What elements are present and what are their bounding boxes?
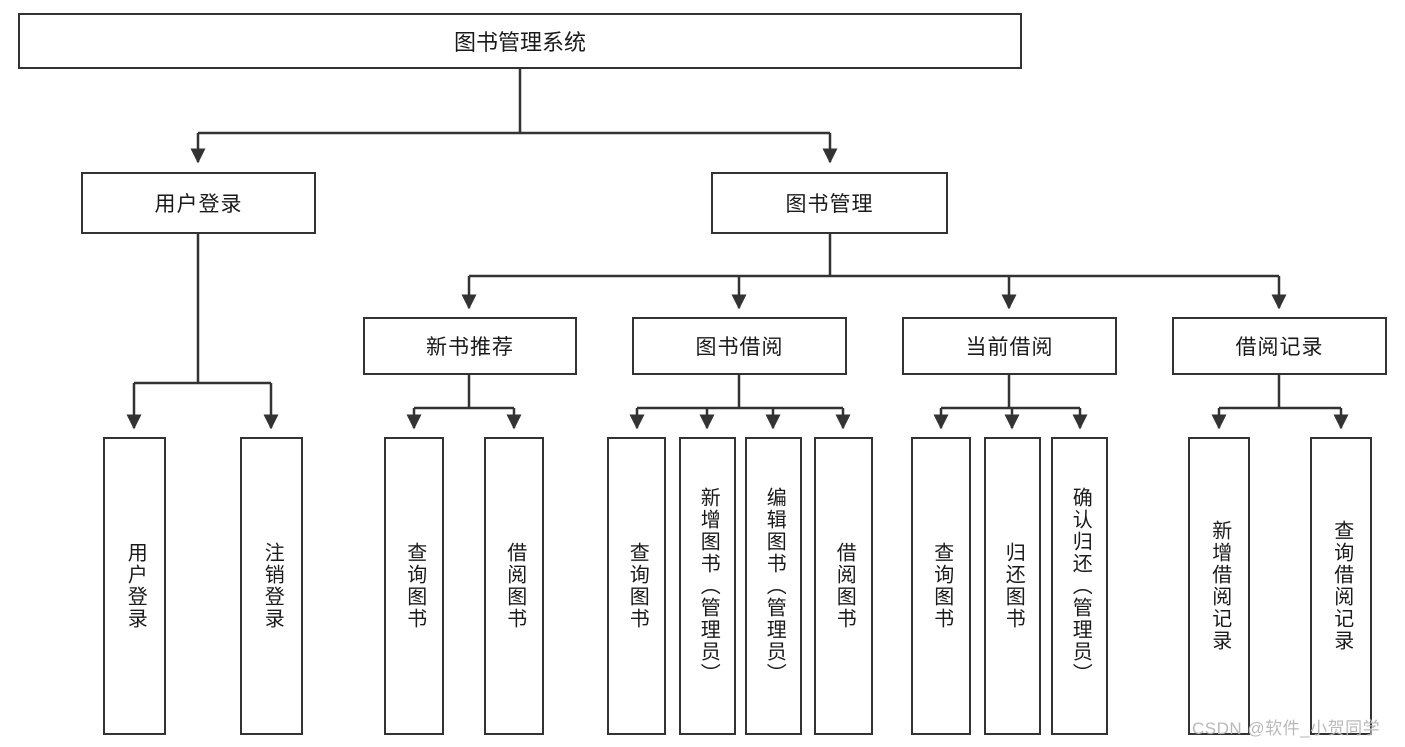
leaf-user-login-label: 用户登录 <box>124 542 147 630</box>
leaf-return-book[interactable]: 归还图书 <box>984 437 1041 735</box>
node-current-borrow[interactable]: 当前借阅 <box>902 317 1117 375</box>
leaf-borrow-book-2[interactable]: 借阅图书 <box>814 437 873 735</box>
node-book-borrow[interactable]: 图书借阅 <box>632 317 847 375</box>
node-book-manage-label: 图书管理 <box>785 193 874 216</box>
leaf-add-book-label: 新增图书（管理员） <box>697 487 720 685</box>
watermark-text: CSDN @软件_小贺同学 <box>1192 719 1381 738</box>
leaf-query-book-3[interactable]: 查询图书 <box>911 437 971 735</box>
node-new-book-rec[interactable]: 新书推荐 <box>363 317 577 375</box>
leaf-query-record[interactable]: 查询借阅记录 <box>1310 437 1372 735</box>
leaf-user-login[interactable]: 用户登录 <box>103 437 166 735</box>
node-new-book-rec-label: 新书推荐 <box>426 336 514 359</box>
node-current-borrow-label: 当前借阅 <box>965 336 1054 359</box>
leaf-query-book-1[interactable]: 查询图书 <box>384 437 444 735</box>
leaf-add-record-label: 新增借阅记录 <box>1208 520 1231 652</box>
node-root[interactable]: 图书管理系统 <box>18 13 1022 69</box>
leaf-borrow-book-1-label: 借阅图书 <box>503 542 526 630</box>
leaf-query-book-2[interactable]: 查询图书 <box>607 437 666 735</box>
node-user-login-label: 用户登录 <box>154 193 243 216</box>
leaf-confirm-return-label: 确认归还（管理员） <box>1069 487 1092 685</box>
node-book-borrow-label: 图书借阅 <box>695 336 784 359</box>
leaf-query-book-1-label: 查询图书 <box>403 542 426 630</box>
leaf-query-record-label: 查询借阅记录 <box>1330 520 1353 652</box>
leaf-logout-login-label: 注销登录 <box>261 542 284 630</box>
node-root-label: 图书管理系统 <box>453 30 586 55</box>
leaf-query-book-2-label: 查询图书 <box>626 542 649 630</box>
leaf-logout-login[interactable]: 注销登录 <box>240 437 303 735</box>
leaf-confirm-return[interactable]: 确认归还（管理员） <box>1051 437 1108 735</box>
leaf-add-book[interactable]: 新增图书（管理员） <box>679 437 736 735</box>
node-book-manage[interactable]: 图书管理 <box>711 172 948 234</box>
leaf-edit-book[interactable]: 编辑图书（管理员） <box>745 437 802 735</box>
node-user-login[interactable]: 用户登录 <box>81 172 316 234</box>
node-borrow-record-label: 借阅记录 <box>1235 336 1324 359</box>
leaf-borrow-book-1[interactable]: 借阅图书 <box>484 437 544 735</box>
leaf-add-record[interactable]: 新增借阅记录 <box>1188 437 1250 735</box>
leaf-return-book-label: 归还图书 <box>1002 542 1025 630</box>
leaf-borrow-book-2-label: 借阅图书 <box>833 542 856 630</box>
leaf-query-book-3-label: 查询图书 <box>930 542 953 630</box>
leaf-edit-book-label: 编辑图书（管理员） <box>763 487 786 685</box>
node-borrow-record[interactable]: 借阅记录 <box>1172 317 1387 375</box>
